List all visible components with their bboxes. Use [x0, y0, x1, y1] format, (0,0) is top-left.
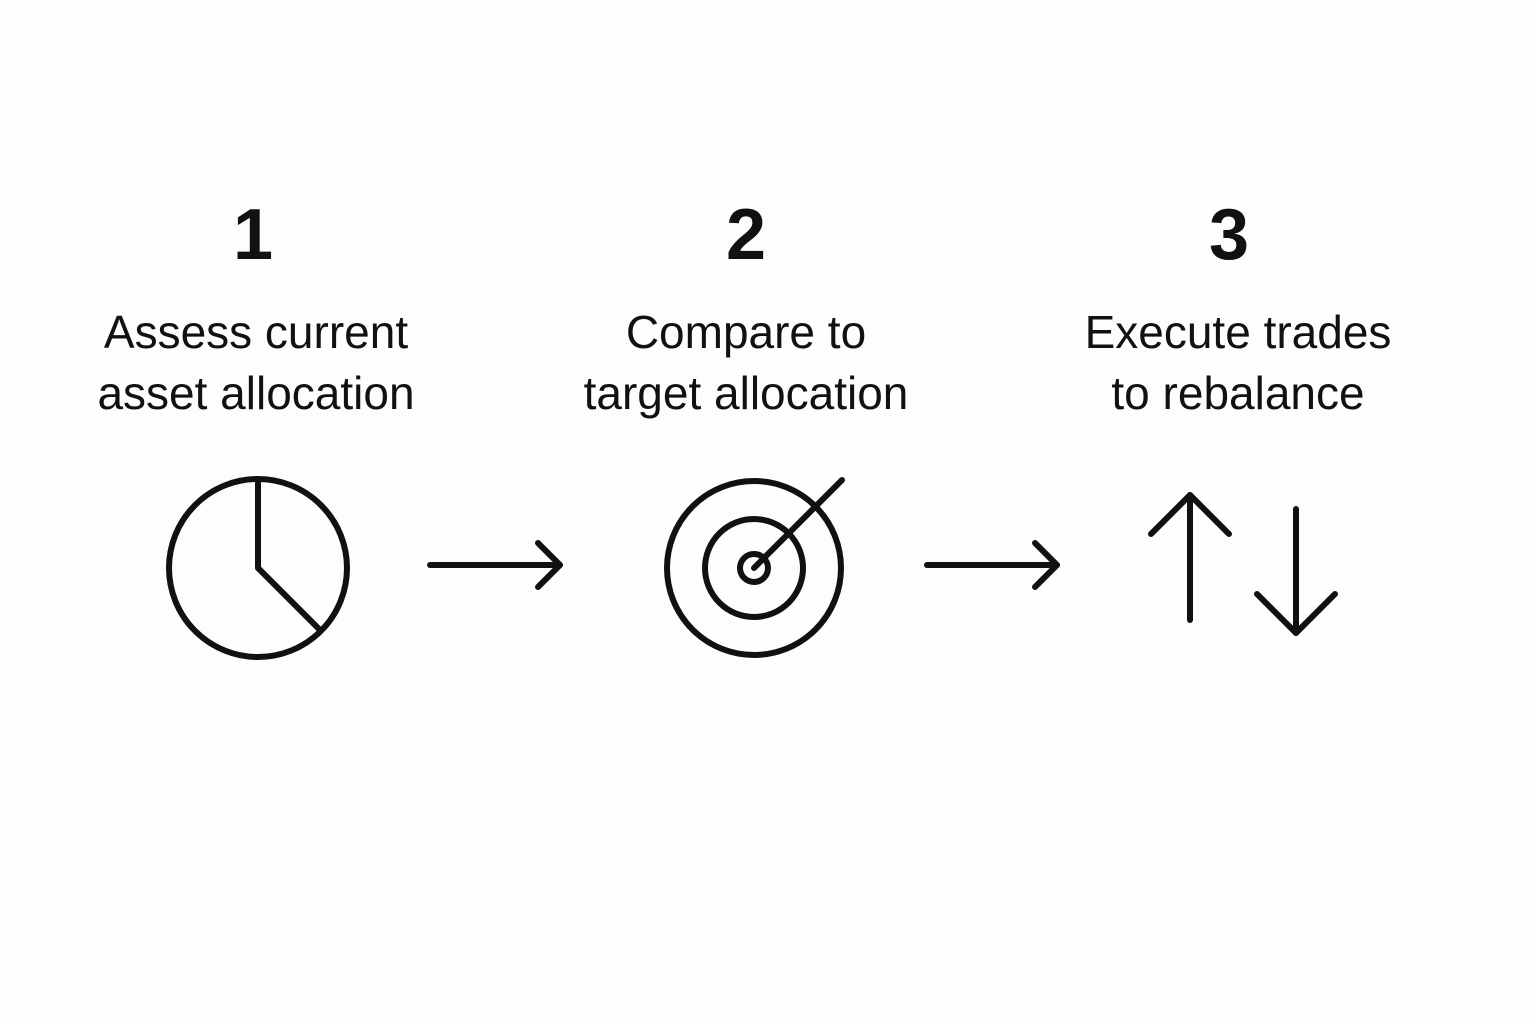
step-label: Assess current asset allocation	[36, 302, 476, 424]
step-label-line: asset allocation	[97, 367, 415, 419]
step-number: 2	[725, 195, 767, 275]
step-label: Compare to target allocation	[526, 302, 966, 424]
target-icon	[664, 477, 845, 658]
step-label-line: Assess current	[103, 306, 409, 358]
step-label: Execute trades to rebalance	[1018, 302, 1458, 424]
step-label-line: Compare to	[625, 306, 867, 358]
arrow-right-icon	[427, 540, 563, 590]
pie-chart-icon	[166, 476, 350, 660]
step-label-line: to rebalance	[1111, 367, 1365, 419]
up-down-arrows-icon	[1148, 492, 1338, 636]
arrow-right-icon	[924, 540, 1060, 590]
step-label-line: target allocation	[583, 367, 909, 419]
step-number: 1	[232, 195, 274, 275]
step-label-line: Execute trades	[1084, 306, 1392, 358]
step-number: 3	[1208, 195, 1250, 275]
